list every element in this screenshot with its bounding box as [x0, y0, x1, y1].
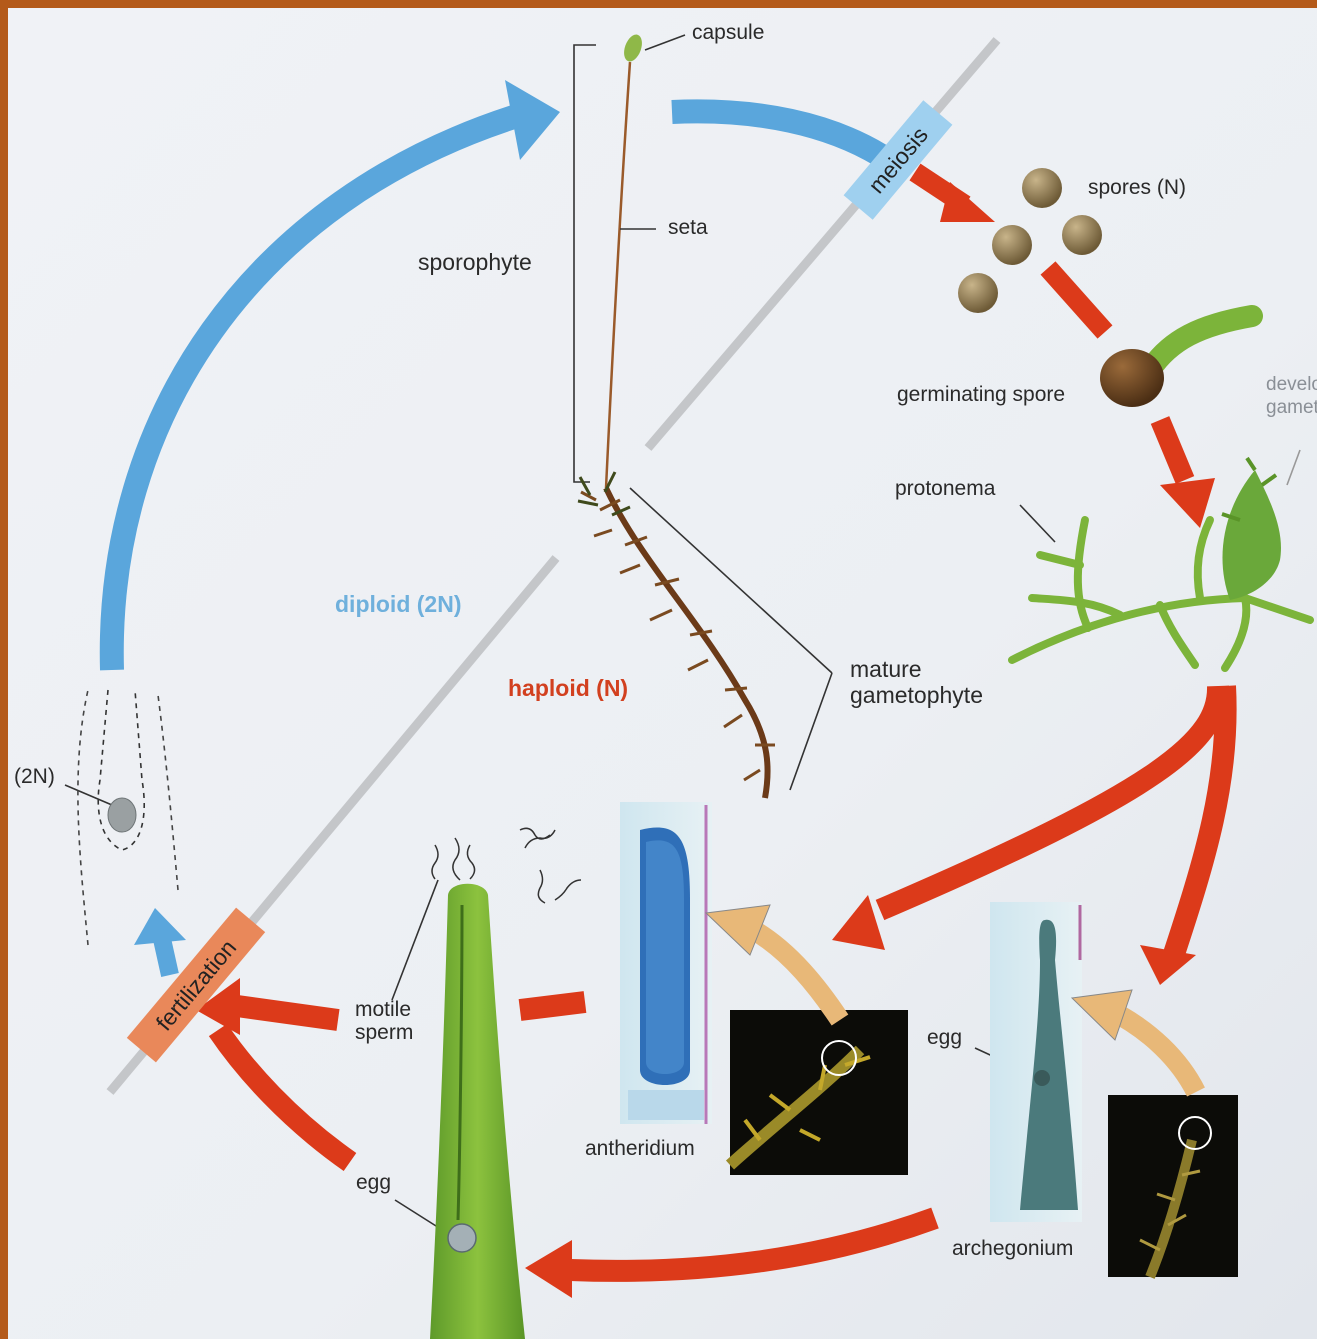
antheridium-label: antheridium	[585, 1138, 695, 1160]
seta-label: seta	[668, 217, 708, 239]
archegonium-label: archegonium	[952, 1238, 1073, 1260]
sporophyte-label: sporophyte	[418, 250, 532, 274]
motile-sperm-label-1: motile	[355, 999, 411, 1021]
spores-label: spores (N)	[1088, 177, 1186, 199]
developing-gametophyte-label-1: develo	[1266, 375, 1317, 395]
mature-gametophyte-label-2: gametophyte	[850, 683, 983, 707]
protonema-label: protonema	[895, 478, 995, 500]
archegonium-micrograph	[990, 902, 1082, 1222]
capsule-label: capsule	[692, 22, 764, 44]
developing-gametophyte-label-2: gamet	[1266, 398, 1317, 418]
egg-label: egg	[356, 1172, 391, 1194]
diploid-label: diploid (2N)	[335, 592, 461, 616]
mature-gametophyte-label-1: mature	[850, 657, 922, 681]
germinating-spore-label: germinating spore	[897, 384, 1065, 406]
motile-sperm-label-2: sperm	[355, 1022, 413, 1044]
archegonium-egg-label: egg	[927, 1027, 962, 1049]
archegonium-photo	[1108, 1095, 1238, 1277]
haploid-label: haploid (N)	[508, 676, 628, 700]
antheridium-micrograph	[620, 802, 712, 1124]
antheridium-photo	[730, 1010, 908, 1175]
zygote-2n-label: (2N)	[14, 766, 55, 788]
